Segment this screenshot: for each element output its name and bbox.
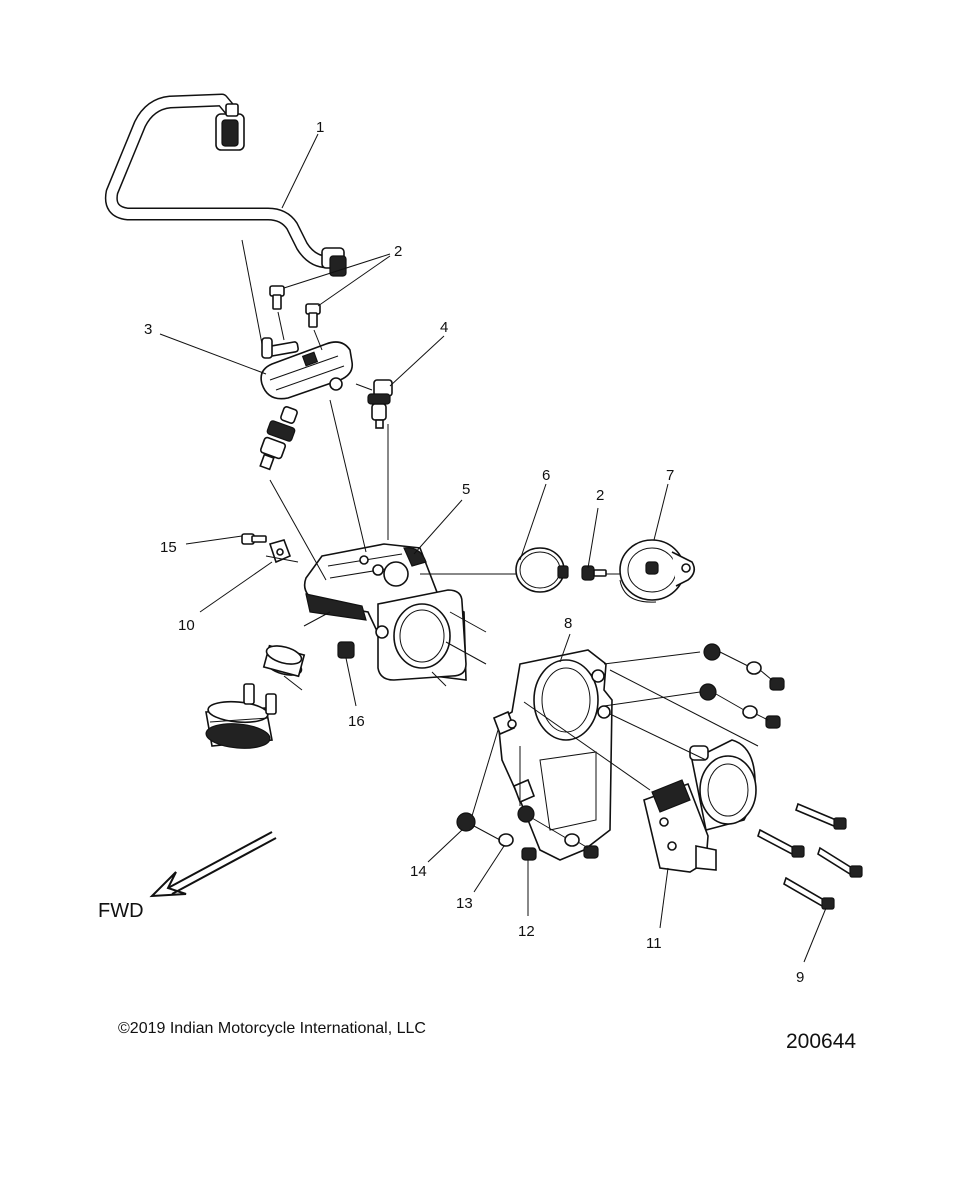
intake-boot <box>205 700 273 749</box>
long-bolt-3 <box>817 846 863 878</box>
callout-9: 9 <box>796 969 804 986</box>
callout-14: 14 <box>410 863 427 880</box>
callout-5: 5 <box>462 481 470 498</box>
grommet-upper <box>703 643 721 661</box>
callout-2-top: 2 <box>394 243 402 260</box>
fuel-hose <box>104 93 347 277</box>
bolt-2-upper-left <box>269 285 285 310</box>
copyright-text: 2019 Indian Motorcycle International, LL… <box>129 1020 426 1037</box>
bolt-2-middle <box>581 565 607 581</box>
washer-middle <box>742 705 758 719</box>
clip-10 <box>268 539 292 564</box>
copyright-notice: ©2019 Indian Motorcycle International, L… <box>118 1020 426 1038</box>
callout-11: 11 <box>646 935 662 952</box>
bolt-2-upper-right <box>305 303 321 328</box>
nut-16 <box>337 641 355 659</box>
washer-upper <box>746 661 762 675</box>
callout-12: 12 <box>518 923 535 940</box>
callout-4: 4 <box>440 319 448 336</box>
hose-connector-elbow <box>321 247 347 277</box>
fuel-injector-right <box>367 379 393 429</box>
washer-13 <box>498 833 514 847</box>
throttle-body <box>303 543 467 681</box>
callout-6: 6 <box>542 467 550 484</box>
callout-labels: 1 2 3 4 5 6 2 7 8 9 10 11 12 13 14 15 16 <box>144 119 804 986</box>
copyright-symbol: © <box>118 1020 130 1037</box>
callout-8: 8 <box>564 615 572 632</box>
cover-7 <box>619 539 696 603</box>
fuel-rail <box>260 337 354 400</box>
bolt-upper-right <box>769 677 785 691</box>
centre-lines <box>241 239 773 849</box>
grommet-14 <box>456 812 476 832</box>
fuel-injector-left <box>259 406 298 471</box>
throttle-body-flange <box>375 589 467 681</box>
callout-13: 13 <box>456 895 473 912</box>
grommet-lower <box>517 805 535 823</box>
callout-1: 1 <box>316 119 324 136</box>
callout-leaders <box>159 133 827 963</box>
drawing-number: 200644 <box>786 1030 857 1053</box>
grommet-middle <box>699 683 717 701</box>
callout-15: 15 <box>160 539 177 556</box>
callout-10: 10 <box>178 617 195 634</box>
washer-lower <box>564 833 580 847</box>
bolt-middle-right <box>765 715 781 729</box>
fwd-arrow-icon <box>149 831 277 898</box>
fwd-label: FWD <box>98 900 144 922</box>
bolt-12 <box>521 847 537 861</box>
callout-2-middle: 2 <box>596 487 604 504</box>
long-bolt-1 <box>795 802 847 830</box>
clamp-6 <box>515 547 569 593</box>
screw-15 <box>241 533 267 545</box>
intake-seal-ring <box>262 644 306 678</box>
throttle-housing-11 <box>643 739 757 873</box>
long-bolt-4 <box>783 876 835 910</box>
callout-3: 3 <box>144 321 152 338</box>
hose-connector-top <box>215 103 245 151</box>
long-bolt-2 <box>757 828 805 858</box>
bracket-8 <box>492 649 613 861</box>
callout-16: 16 <box>348 713 365 730</box>
callout-7: 7 <box>666 467 674 484</box>
intake-bolts <box>243 683 277 715</box>
bolt-lower <box>583 845 599 859</box>
rail-end-bolt <box>261 337 299 359</box>
